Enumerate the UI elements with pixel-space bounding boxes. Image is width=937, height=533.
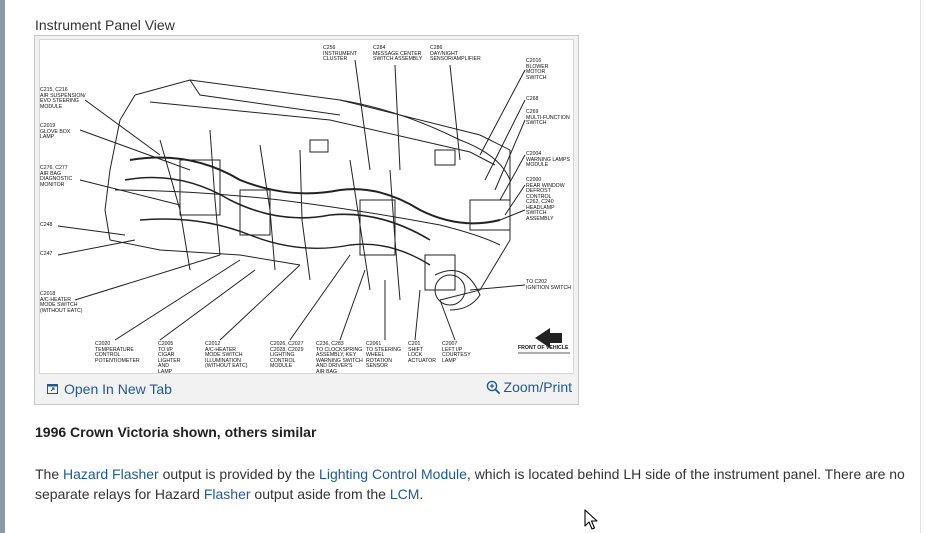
label-front-of-vehicle: FRONT OF VEHICLE <box>518 345 569 351</box>
zoom-print-link[interactable]: Zoom/Print <box>486 379 572 395</box>
label-c2012: C2012 A/C-HEATER MODE SWITCH ILLUMINATIO… <box>205 341 248 370</box>
paragraph-text-1: The <box>35 466 64 482</box>
diagram-drawing <box>57 59 570 354</box>
label-c2061: C2061 TO STEERING WHEEL ROTATION SENSOR <box>366 341 402 370</box>
hazard-flasher-link[interactable]: Hazard Flasher <box>63 466 159 482</box>
lighting-control-module-link[interactable]: Lighting Control Module <box>319 466 467 482</box>
instrument-panel-diagram[interactable]: C256 INSTRUMENT CLUSTER C284 MESSAGE CEN… <box>39 39 574 374</box>
open-in-new-tab-label: Open In New Tab <box>64 381 172 397</box>
paragraph-text-5: . <box>419 486 424 502</box>
paragraph-text-2: output is provided by the <box>158 466 320 482</box>
label-c269: C269 MULTI-FUNCTION SWITCH <box>526 109 570 127</box>
label-c202: TO C202 IGNITION SWITCH <box>526 279 571 291</box>
section-heading: Instrument Panel View <box>35 17 175 33</box>
lcm-link[interactable]: LCM <box>389 486 420 502</box>
figure-toolbar: Open In New Tab Zoom/Print <box>35 377 578 404</box>
zoom-print-label: Zoom/Print <box>503 379 572 395</box>
body-paragraph: The Hazard Flasher output is provided by… <box>35 464 915 504</box>
label-c215: C215, C216 AIR SUSPENSION/ EVO STEERING … <box>40 87 86 110</box>
figure-caption: 1996 Crown Victoria shown, others simila… <box>35 424 317 440</box>
open-in-new-tab-link[interactable]: Open In New Tab <box>47 381 172 397</box>
label-c276: C276, C277 AIR BAG DIAGNOSTIC MONITOR <box>40 165 73 188</box>
label-c2026: C2026, C2027 C2028, C2029 LIGHTING CONTR… <box>270 341 304 370</box>
new-tab-icon <box>47 384 58 394</box>
paragraph-text-4: output aside from the <box>250 486 390 502</box>
label-c2018: C2018 A/C-HEATER MODE SWITCH (WITHOUT EA… <box>40 291 83 314</box>
label-c2007: C2007 LEFT I/P COURTESY LAMP <box>442 341 471 364</box>
label-c2019: C2019 GLOVE BOX LAMP <box>40 123 71 141</box>
instrument-panel-figure: C256 INSTRUMENT CLUSTER C284 MESSAGE CEN… <box>34 35 579 405</box>
flasher-link[interactable]: Flasher <box>203 486 251 502</box>
label-c201: C201 SHIFT LOCK ACTUATOR <box>408 341 437 364</box>
label-c248: C248 <box>40 222 53 228</box>
content-right-divider <box>920 0 921 533</box>
mouse-cursor-icon <box>584 509 598 530</box>
label-c256: C256 INSTRUMENT CLUSTER <box>323 45 358 63</box>
label-c262: C262, C240 HEADLAMP SWITCH ASSEMBLY <box>526 199 555 222</box>
label-c2000: C2000 REAR WINDOW DEFROST CONTROL <box>526 177 565 200</box>
label-c2020: C2020 TEMPERATURE CONTROL POTENTIOMETER <box>95 341 140 364</box>
label-c2005: C2005 TO I/P CIGAR LIGHTER AND LAMP <box>158 341 181 374</box>
magnifier-plus-icon <box>486 380 500 394</box>
label-c2004: C2004 WARNING LAMPS MODULE <box>526 151 570 169</box>
label-c236: C236, C283 TO CLOCKSPRING ASSEMBLY, KEY … <box>316 341 363 374</box>
label-c284: C284 MESSAGE CENTER SWITCH ASSEMBLY <box>373 45 423 63</box>
label-c247: C247 <box>40 251 53 257</box>
window-left-edge <box>0 0 5 533</box>
label-c268: C268 <box>526 96 539 102</box>
label-c286: C286 DAY/NIGHT SENSOR/AMPLIFIER <box>430 45 481 63</box>
paragraph-text-3: , which is located behind LH side of the… <box>35 466 905 502</box>
label-c2016: C2016 BLOWER MOTOR SWITCH <box>526 58 549 81</box>
